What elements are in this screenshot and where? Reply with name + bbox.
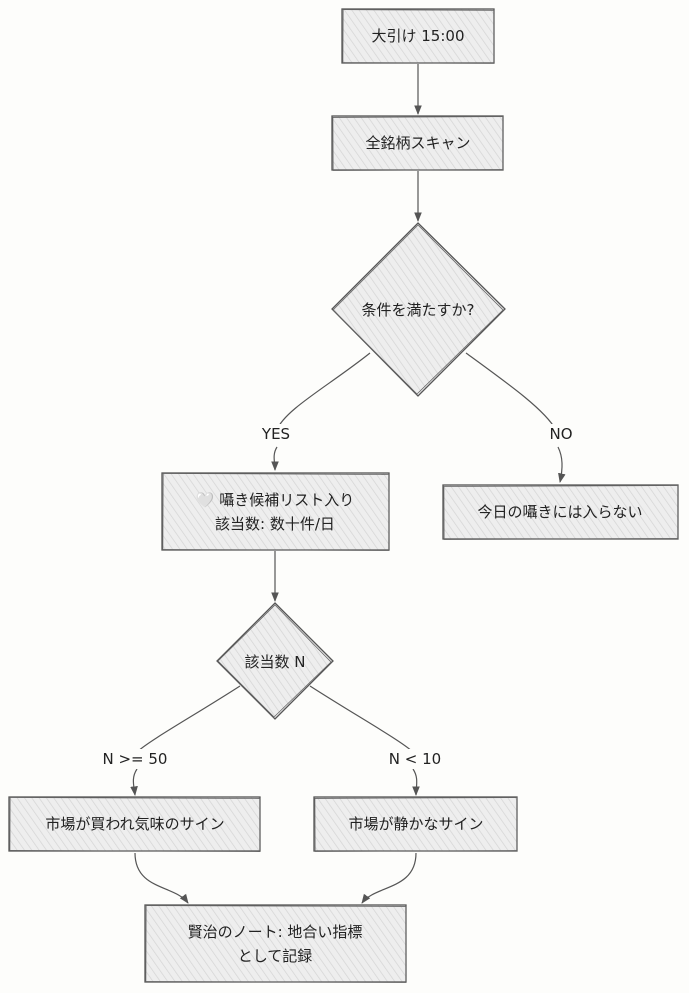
- node-close-label: 大引け 15:00: [372, 27, 465, 45]
- edge-label-n-ge-50: N >= 50: [103, 749, 168, 769]
- edge-lt10-to-quiet: [412, 768, 420, 796]
- node-quiet-label: 市場が静かなサイン: [348, 815, 483, 833]
- node-close: 大引け 15:00: [341, 8, 495, 64]
- edge-condition-no: [465, 352, 557, 431]
- svg-text:YES: YES: [261, 425, 290, 443]
- edge-label-yes: YES: [256, 424, 296, 444]
- edge-label-no: NO: [544, 424, 578, 444]
- node-scan: 全銘柄スキャン: [331, 115, 504, 171]
- edge-condition-yes: [276, 352, 371, 431]
- edge-yes-to-candidate: [271, 446, 279, 471]
- node-note-line1: 賢治のノート: 地合い指標: [188, 923, 363, 941]
- edge-quiet-to-note: [361, 852, 417, 904]
- node-count: 該当数 N: [216, 602, 334, 720]
- node-candidate: 🤍 囁き候補リスト入り 該当数: 数十件/日: [161, 472, 390, 551]
- node-not-today-label: 今日の囁きには入らない: [477, 503, 642, 521]
- svg-text:N >= 50: N >= 50: [103, 750, 168, 768]
- node-note: 賢治のノート: 地合い指標 として記録: [144, 904, 407, 983]
- node-bought: 市場が買われ気味のサイン: [8, 796, 261, 852]
- edge-count-ge50: [136, 685, 241, 753]
- node-not-today: 今日の囁きには入らない: [442, 484, 679, 540]
- node-note-line2: として記録: [238, 947, 313, 965]
- node-quiet: 市場が静かなサイン: [313, 796, 518, 852]
- svg-text:N < 10: N < 10: [389, 750, 441, 768]
- edge-bought-to-note: [134, 852, 189, 904]
- node-candidate-line2: 該当数: 数十件/日: [215, 515, 335, 533]
- node-bought-label: 市場が買われ気味のサイン: [45, 815, 224, 833]
- svg-text:NO: NO: [549, 425, 572, 443]
- node-candidate-line1: 🤍 囁き候補リスト入り: [196, 491, 354, 509]
- edge-count-lt10: [309, 685, 414, 753]
- node-condition: 条件を満たすか?: [331, 222, 506, 397]
- node-scan-label: 全銘柄スキャン: [365, 134, 470, 152]
- edge-no-to-nottoday: [557, 446, 566, 483]
- edge-ge50-to-bought: [130, 768, 138, 796]
- node-condition-label: 条件を満たすか?: [362, 301, 475, 319]
- node-count-label: 該当数 N: [245, 653, 306, 671]
- edge-label-n-lt-10: N < 10: [388, 749, 442, 769]
